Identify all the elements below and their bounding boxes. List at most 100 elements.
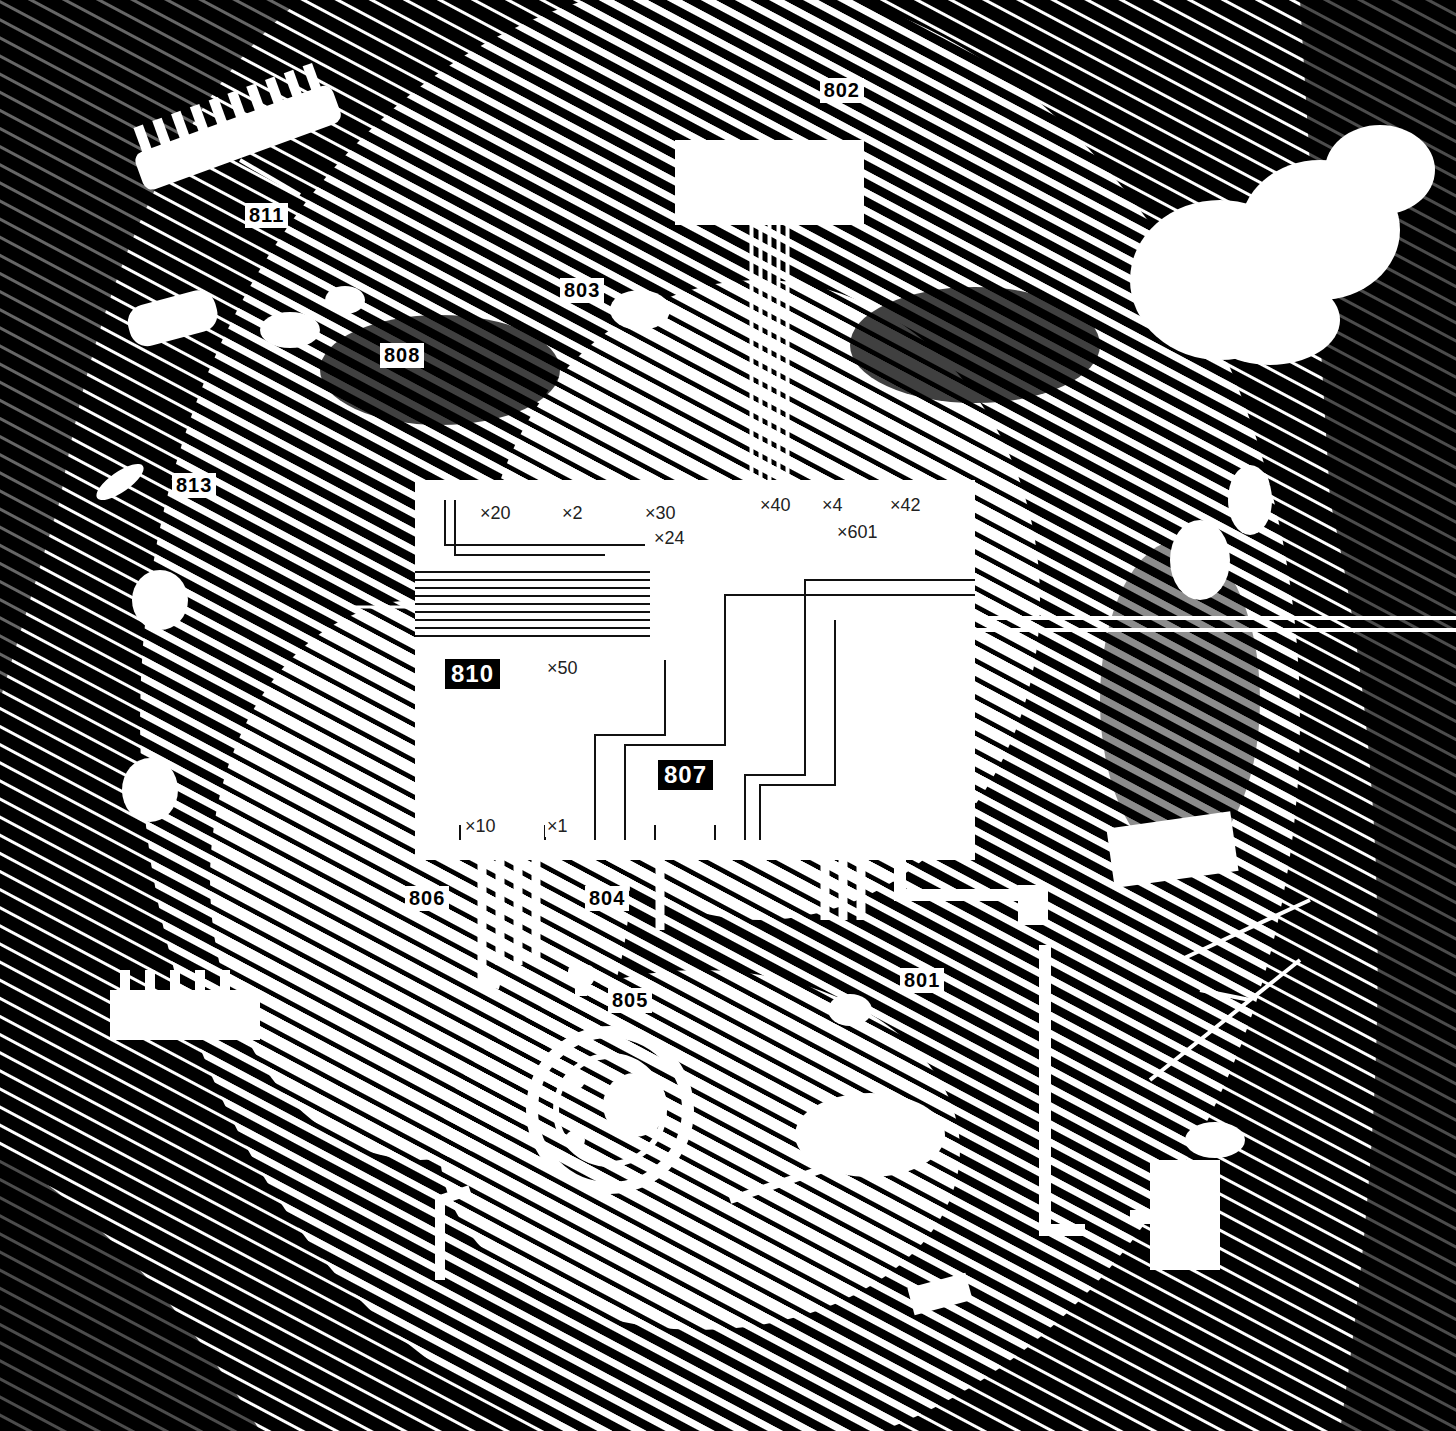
lead-wires [656, 860, 665, 930]
pin-mark: ×30 [643, 503, 678, 524]
part-tag: 807 [656, 758, 715, 792]
exploded-parts [795, 1093, 945, 1177]
pin-mark: ×20 [478, 503, 513, 524]
comb-part [124, 59, 344, 192]
circuit-trace [415, 635, 650, 637]
pin-mark: ×24 [652, 528, 687, 549]
circuit-trace [595, 660, 665, 840]
circuit-trace [415, 603, 650, 605]
circuit-trace [455, 500, 605, 555]
circuit-trace [415, 627, 650, 629]
exploded-parts [122, 758, 178, 822]
connector-block [195, 970, 205, 995]
comb-part [246, 83, 266, 115]
valve-part [1130, 1210, 1160, 1224]
pin-mark: ×4 [820, 495, 845, 516]
pipe-run [900, 860, 1085, 1230]
connector-block [110, 990, 260, 1040]
lead-wires [821, 860, 830, 920]
exploded-parts [828, 994, 872, 1026]
pipe-run [900, 860, 1030, 925]
exploded-parts [124, 286, 222, 350]
exploded-parts [730, 1170, 820, 1200]
gear-part [565, 1130, 585, 1150]
exploded-parts [1228, 465, 1272, 535]
circuit-trace [460, 825, 715, 840]
exploded-parts [240, 160, 300, 195]
exploded-parts [1170, 520, 1230, 600]
shadow-areas [0, 0, 300, 700]
pin-mark: ×601 [835, 522, 880, 543]
exploded-parts [575, 982, 587, 996]
exploded-parts [440, 1190, 470, 1280]
exploded-parts [1018, 885, 1048, 925]
circuit-trace [415, 595, 650, 597]
comb-part [171, 111, 191, 143]
pin-mark: ×42 [888, 495, 923, 516]
circuit-trace [445, 500, 645, 545]
lead-wires [478, 860, 487, 965]
connector-block [110, 970, 260, 1040]
circuit-trace [415, 579, 650, 581]
gear-part [532, 1032, 688, 1188]
exploded-parts [1150, 900, 1310, 1080]
halftone-ground [140, 0, 1300, 1431]
exploded-parts [91, 59, 1456, 1315]
circuit-trace [745, 580, 975, 840]
lead-wires [514, 860, 523, 965]
comb-part [265, 77, 285, 109]
circuit-trace [415, 571, 650, 573]
circuit-trace [760, 620, 835, 840]
connector-block [220, 970, 230, 995]
callout-number: 806 [405, 886, 449, 911]
gear-part [603, 1073, 667, 1137]
lead-wires [496, 860, 505, 965]
pin-mark: ×40 [758, 495, 793, 516]
exploded-parts [91, 458, 148, 507]
wire-bundle [752, 225, 788, 480]
exploded-parts [132, 570, 188, 630]
wire [768, 225, 772, 480]
halftone-ground [440, 970, 960, 1330]
connector-block [145, 970, 155, 995]
callout-number: 805 [608, 988, 652, 1013]
comb-part [303, 63, 323, 95]
lead-wires [532, 860, 541, 965]
circuit-trace [415, 587, 650, 589]
callout-number: 811 [245, 203, 288, 228]
callout-number: 803 [560, 278, 604, 303]
shadow-areas [850, 287, 1100, 403]
comb-part [227, 90, 247, 122]
exploded-parts [325, 286, 365, 314]
wire [786, 225, 790, 480]
circuit-trace [625, 595, 975, 840]
comb-part [190, 104, 210, 136]
exploded-parts [907, 1273, 972, 1316]
callout-number: 813 [172, 473, 216, 498]
comb-part [133, 124, 153, 156]
lead-wires [350, 606, 415, 609]
cloud-part [1200, 275, 1340, 365]
pin-mark: ×10 [463, 816, 498, 837]
gear-part [565, 1070, 585, 1090]
gear-part [532, 1032, 688, 1188]
lead-wires [857, 860, 866, 920]
circuit-trace [415, 619, 650, 621]
exploded-parts [975, 616, 1456, 620]
callout-number: 804 [585, 886, 629, 911]
callout-number: 802 [820, 78, 864, 103]
callout-number: 801 [900, 968, 944, 993]
shadow-areas [0, 1150, 260, 1431]
wire [777, 225, 781, 480]
pin-mark: ×1 [545, 816, 570, 837]
comb-part [133, 83, 344, 192]
lead-wires [839, 860, 848, 920]
lead-wires [482, 965, 500, 985]
exploded-parts [1106, 811, 1238, 888]
connector-block [170, 970, 180, 995]
valve-part [1130, 1122, 1245, 1270]
